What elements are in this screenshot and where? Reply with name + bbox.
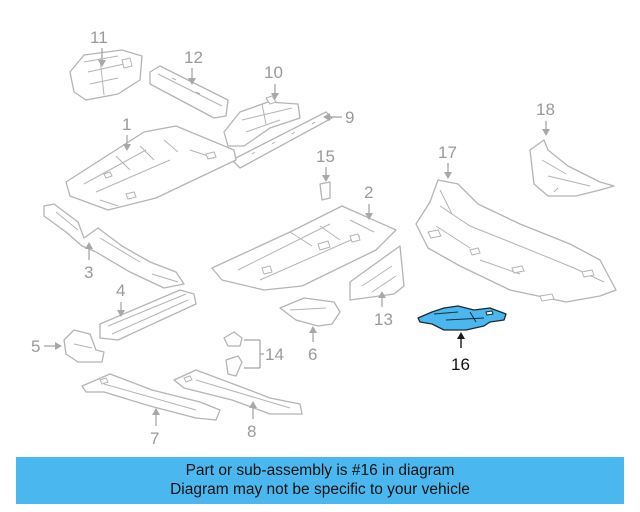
callout-number: 3 (84, 263, 93, 282)
part-18 (529, 139, 615, 197)
callout-number: 5 (31, 337, 40, 356)
callout-number: 13 (374, 310, 393, 329)
part-5 (63, 329, 105, 363)
callout-number: 17 (438, 143, 457, 162)
callout-number: 14 (265, 345, 284, 364)
callout-16: 16 (451, 332, 470, 374)
callout-14: 14 (244, 339, 284, 369)
part-7 (81, 373, 221, 421)
callout-6: 6 (308, 326, 317, 364)
callout-12: 12 (184, 48, 203, 85)
banner-line-2: Diagram may not be specific to your vehi… (170, 481, 470, 498)
part-6 (279, 297, 341, 327)
callout-number: 10 (264, 63, 283, 82)
callout-3: 3 (84, 242, 93, 282)
part-16-highlighted (417, 305, 507, 331)
part-13 (349, 245, 405, 301)
callout-15: 15 (316, 147, 335, 182)
part-12 (149, 65, 229, 119)
part-2 (211, 205, 397, 291)
callout-number: 18 (536, 100, 555, 119)
callout-number: 11 (90, 28, 108, 47)
part-10 (223, 95, 301, 147)
part-17 (415, 179, 617, 303)
callout-number: 6 (308, 345, 317, 364)
callout-number-highlighted: 16 (451, 355, 470, 374)
parts-diagram: 11 12 10 9 1 (31, 28, 617, 448)
callout-18: 18 (536, 100, 555, 136)
callout-number: 4 (116, 281, 125, 300)
callout-13: 13 (374, 291, 393, 329)
callout-number: 1 (122, 115, 131, 134)
callout-4: 4 (116, 281, 125, 317)
part-9 (231, 111, 333, 169)
callout-2: 2 (364, 183, 373, 220)
banner-line-1: Part or sub-assembly is #16 in diagram (185, 462, 455, 479)
part-11 (69, 49, 143, 101)
part-1 (65, 125, 237, 211)
callout-number: 15 (316, 147, 335, 166)
callout-8: 8 (247, 401, 257, 441)
info-banner: Part or sub-assembly is #16 in diagram D… (16, 457, 624, 504)
callout-10: 10 (264, 63, 283, 100)
callout-number: 2 (364, 183, 373, 202)
callout-number: 7 (150, 429, 159, 448)
callout-7: 7 (150, 408, 160, 448)
part-8 (173, 369, 303, 415)
part-15 (319, 181, 331, 201)
callout-1: 1 (122, 115, 131, 151)
part-14 (223, 331, 243, 377)
callout-number: 8 (247, 422, 256, 441)
callout-5: 5 (31, 337, 62, 356)
callout-9: 9 (323, 108, 354, 127)
callout-number: 9 (345, 108, 354, 127)
callout-11: 11 (90, 28, 108, 67)
callout-number: 12 (184, 48, 203, 67)
part-3 (43, 203, 185, 289)
callout-17: 17 (438, 143, 457, 179)
part-4 (99, 289, 197, 341)
